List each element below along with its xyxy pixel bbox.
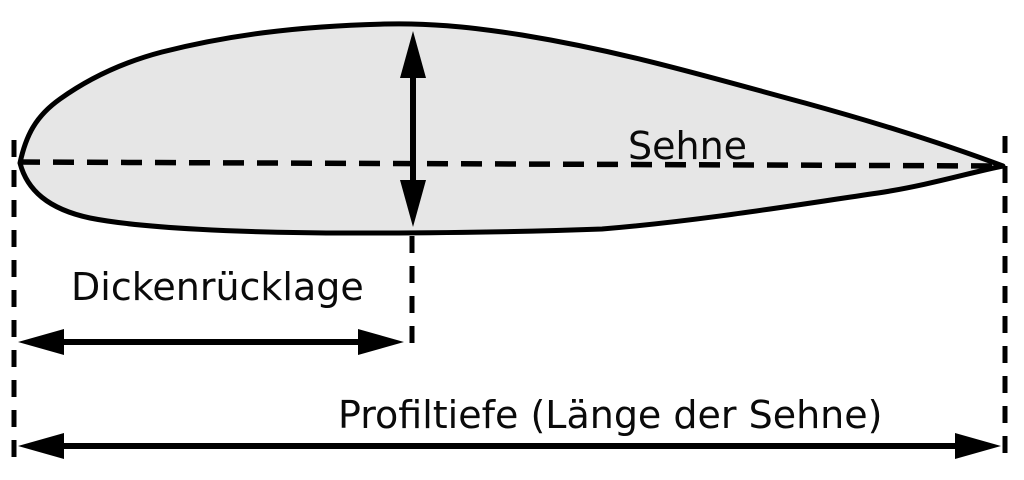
arrowhead-left-icon bbox=[18, 433, 64, 459]
thickness-position-arrow bbox=[18, 329, 404, 355]
arrowhead-up-icon bbox=[400, 31, 426, 78]
chord-label: Sehne bbox=[628, 124, 748, 168]
thickness-position-label: Dickenrücklage bbox=[71, 265, 364, 309]
chord-length-arrow bbox=[18, 433, 1001, 459]
arrowhead-right-icon bbox=[955, 433, 1001, 459]
chord-dashed-line bbox=[18, 159, 1003, 169]
max-thickness-arrow bbox=[400, 31, 426, 227]
arrowhead-down-icon bbox=[400, 180, 426, 227]
arrowhead-right-icon bbox=[358, 329, 404, 355]
profile-depth-label: Profiltiefe (Länge der Sehne) bbox=[338, 393, 883, 437]
arrowhead-left-icon bbox=[18, 329, 64, 355]
airfoil-shape bbox=[17, 21, 1006, 236]
